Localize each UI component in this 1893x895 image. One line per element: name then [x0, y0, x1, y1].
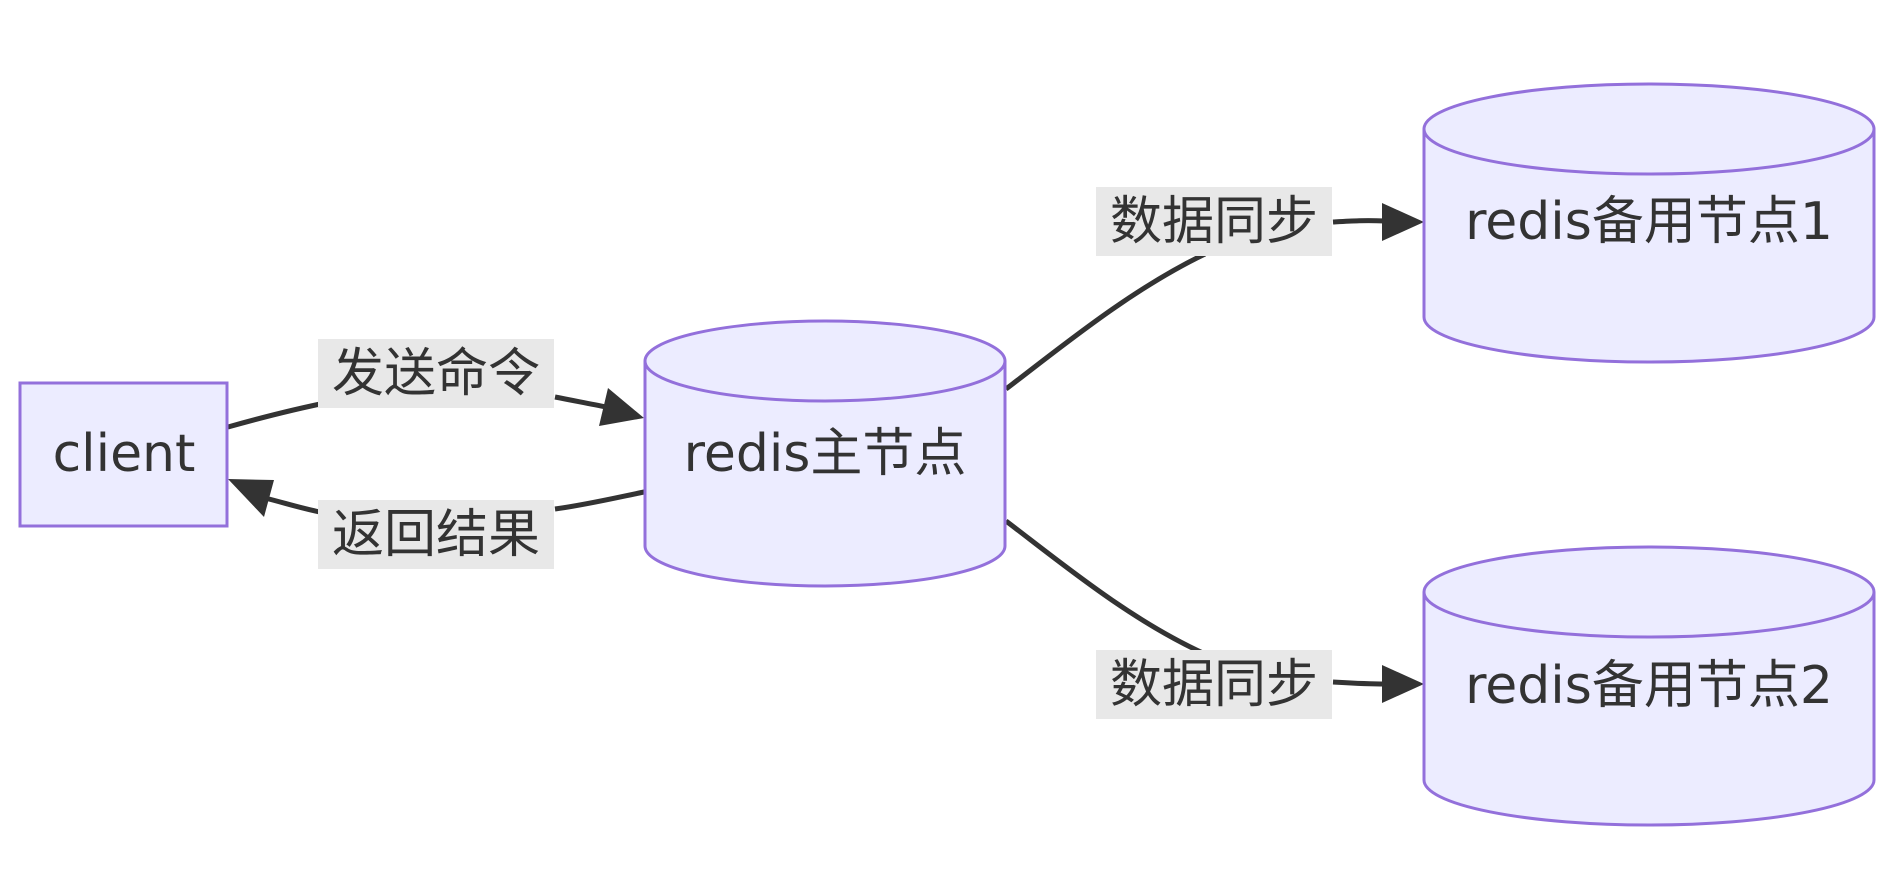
edge-label-sync-2: 数据同步 [1096, 650, 1332, 719]
edge-label-return-result-text: 返回结果 [332, 505, 540, 565]
node-master[interactable]: redis主节点 [643, 319, 1007, 588]
edge-label-return-result: 返回结果 [318, 500, 554, 569]
node-master-label: redis主节点 [684, 424, 967, 484]
edge-label-sync-1: 数据同步 [1096, 187, 1332, 256]
edge-return-result-line [264, 489, 645, 515]
edge-sync-2-line [1004, 519, 1386, 687]
edge-sync-1 [1004, 203, 1424, 391]
arrow-head-icon [1382, 203, 1424, 241]
node-replica-2-label: redis备用节点2 [1465, 656, 1833, 716]
edge-label-sync-1-text: 数据同步 [1110, 192, 1318, 252]
node-replica-1[interactable]: redis备用节点1 [1422, 82, 1876, 364]
arrow-head-icon [228, 479, 274, 517]
edge-return-result [228, 479, 645, 517]
node-replica-1-label: redis备用节点1 [1465, 192, 1833, 252]
edge-sync-1-line [1004, 218, 1386, 391]
arrow-head-icon [599, 388, 644, 426]
edge-label-send-command: 发送命令 [318, 339, 554, 408]
cylinder-icon [643, 319, 1007, 588]
edge-sync-2 [1004, 519, 1424, 703]
cylinder-icon [1422, 82, 1876, 364]
edge-label-sync-2-text: 数据同步 [1110, 655, 1318, 715]
edge-label-send-command-text: 发送命令 [332, 344, 540, 404]
node-client-label: client [53, 424, 196, 484]
cylinder-icon [1422, 545, 1876, 827]
node-client[interactable]: client [18, 381, 229, 528]
node-replica-2[interactable]: redis备用节点2 [1422, 545, 1876, 827]
arrow-head-icon [1382, 665, 1424, 703]
